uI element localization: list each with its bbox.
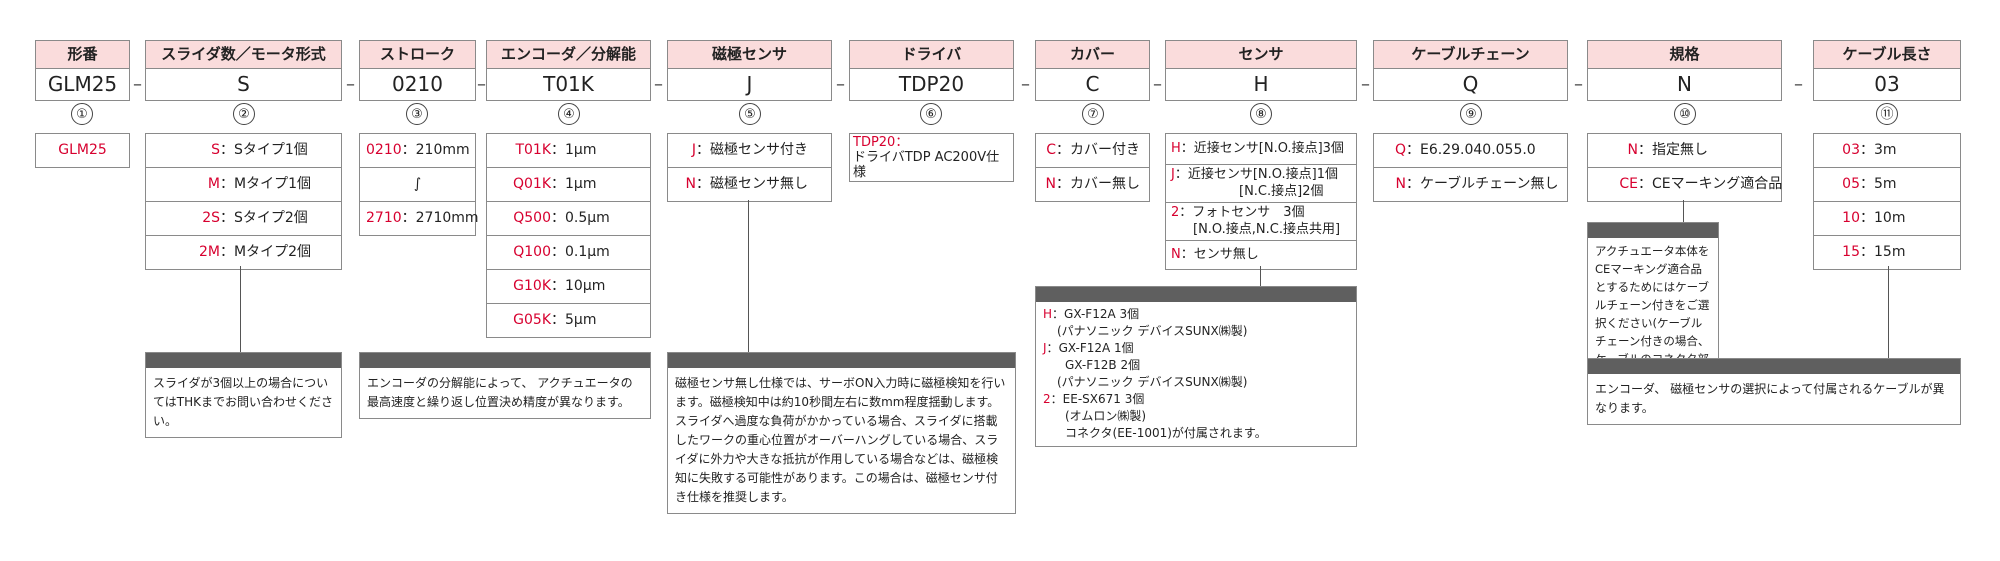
- header-encoder: エンコーダ／分解能: [486, 40, 651, 69]
- encoder-option: Q01K：1μm: [487, 168, 650, 202]
- encoder-option: G10K：10μm: [487, 270, 650, 304]
- number-marker: ⑦: [1082, 103, 1104, 125]
- stroke-min: 0210：210mm: [360, 134, 475, 168]
- number-marker: ⑥: [920, 103, 942, 125]
- driver-label: ドライバTDP AC200V仕様: [853, 150, 1000, 180]
- header-stroke: ストローク: [359, 40, 476, 69]
- value-cover: C: [1035, 69, 1150, 101]
- sensor-option-h: H：近接センサ[N.O.接点]3個: [1166, 134, 1356, 165]
- number-marker: ⑩: [1674, 103, 1696, 125]
- chain-option: N：ケーブルチェーン無し: [1395, 176, 1559, 192]
- standard-option: CE：CEマーキング適合品: [1619, 176, 1783, 192]
- encoder-option: Q100：0.1μm: [487, 236, 650, 270]
- slider-note: スライダが3個以上の場合についてはTHKまでお問い合わせください。: [145, 352, 342, 438]
- connector-line: [748, 200, 749, 352]
- cable-option: 03：3m: [1814, 134, 1960, 168]
- cable-option: 10：10m: [1814, 202, 1960, 236]
- magnet-note: 磁極センサ無し仕様では、サーボON入力時に磁極検知を行います。磁極検知中は約10…: [667, 352, 1016, 514]
- connector-line: [1683, 200, 1684, 222]
- sensor-option-n: N：センサ無し: [1171, 247, 1259, 262]
- number-marker: ⑤: [739, 103, 761, 125]
- connector-line: [1888, 266, 1889, 358]
- cable-note: エンコーダ、 磁極センサの選択によって付属されるケーブルが異なります。: [1587, 358, 1961, 425]
- value-driver: TDP20: [849, 69, 1014, 101]
- value-slider: S: [145, 69, 342, 101]
- slider-option: 2S：Sタイプ2個: [146, 202, 341, 236]
- cable-option: 05：5m: [1814, 168, 1960, 202]
- separator-dash: –: [1574, 74, 1583, 95]
- value-sensor: H: [1165, 69, 1357, 101]
- encoder-option: T01K：1μm: [487, 134, 650, 168]
- slider-option: S：Sタイプ1個: [146, 134, 341, 168]
- driver-option: TDP20： ドライバTDP AC200V仕様: [849, 133, 1014, 182]
- slider-options: S：Sタイプ1個 M：Mタイプ1個 2S：Sタイプ2個 2M：Mタイプ2個: [145, 133, 342, 270]
- sensor-note: H：GX-F12A 3個 (パナソニック デバイスSUNX㈱製) J：GX-F1…: [1035, 286, 1357, 447]
- cable-option: 15：15m: [1842, 244, 1906, 260]
- separator-dash: –: [346, 74, 355, 95]
- magnet-option: N：磁極センサ無し: [685, 176, 808, 192]
- connector-line: [240, 266, 241, 352]
- value-standard: N: [1587, 69, 1782, 101]
- number-marker: ①: [71, 103, 93, 125]
- encoder-option: Q500：0.5μm: [487, 202, 650, 236]
- header-sensor: センサ: [1165, 40, 1357, 69]
- separator-dash: –: [477, 74, 486, 95]
- driver-code: TDP20：: [853, 135, 909, 150]
- value-cable-chain: Q: [1373, 69, 1568, 101]
- magnet-option: J：磁極センサ付き: [668, 134, 831, 168]
- chain-options: Q：E6.29.040.055.0 N：ケーブルチェーン無し: [1373, 133, 1568, 202]
- chain-option: Q：E6.29.040.055.0: [1374, 134, 1567, 168]
- value-model: GLM25: [35, 69, 130, 101]
- sensor-option-2: 2：フォトセンサ 3個 [N.O.接点,N.C.接点共用]: [1166, 203, 1356, 241]
- connector-line: [1260, 266, 1261, 286]
- number-marker: ②: [233, 103, 255, 125]
- header-standard: 規格: [1587, 40, 1782, 69]
- cover-option: C：カバー付き: [1036, 134, 1149, 168]
- header-model: 形番: [35, 40, 130, 69]
- standard-options: N：指定無し CE：CEマーキング適合品: [1587, 133, 1782, 202]
- separator-dash: –: [1021, 74, 1030, 95]
- slider-option: M：Mタイプ1個: [146, 168, 341, 202]
- cover-option: N：カバー無し: [1045, 176, 1140, 192]
- separator-dash: –: [654, 74, 663, 95]
- number-marker: ⑪: [1876, 103, 1898, 125]
- cover-options: C：カバー付き N：カバー無し: [1035, 133, 1150, 202]
- value-stroke: 0210: [359, 69, 476, 101]
- separator-dash: –: [133, 74, 142, 95]
- header-driver: ドライバ: [849, 40, 1014, 69]
- stroke-options: 0210：210mm ∫ 2710：2710mm: [359, 133, 479, 236]
- number-marker: ⑧: [1250, 103, 1272, 125]
- value-encoder: T01K: [486, 69, 651, 101]
- model-options: GLM25: [35, 133, 130, 168]
- header-magnet-sensor: 磁極センサ: [667, 40, 832, 69]
- separator-dash: –: [836, 74, 845, 95]
- stroke-tilde: ∫: [360, 168, 475, 202]
- sensor-options: H：近接センサ[N.O.接点]3個 J：近接センサ[N.O.接点]1個 [N.C…: [1165, 133, 1357, 270]
- number-marker: ⑨: [1460, 103, 1482, 125]
- number-marker: ③: [406, 103, 428, 125]
- magnet-options: J：磁極センサ付き N：磁極センサ無し: [667, 133, 832, 202]
- header-cable-length: ケーブル長さ: [1813, 40, 1961, 69]
- cable-options: 03：3m 05：5m 10：10m 15：15m: [1813, 133, 1961, 270]
- sensor-option-j: J：近接センサ[N.O.接点]1個 [N.C.接点]2個: [1166, 165, 1356, 203]
- encoder-option: G05K：5μm: [513, 312, 597, 328]
- value-magnet-sensor: J: [667, 69, 832, 101]
- header-cover: カバー: [1035, 40, 1150, 69]
- separator-dash: –: [1361, 74, 1370, 95]
- stroke-max: 2710：2710mm: [366, 210, 479, 226]
- separator-dash: –: [1794, 74, 1803, 95]
- separator-dash: –: [1153, 74, 1162, 95]
- header-slider: スライダ数／モータ形式: [145, 40, 342, 69]
- slider-option: 2M：Mタイプ2個: [199, 244, 311, 260]
- standard-option: N：指定無し: [1588, 134, 1781, 168]
- model-code: GLM25: [58, 142, 107, 158]
- number-marker: ④: [558, 103, 580, 125]
- encoder-note: エンコーダの分解能によって、 アクチュエータの最高速度と繰り返し位置決め精度が異…: [359, 352, 651, 419]
- encoder-options: T01K：1μm Q01K：1μm Q500：0.5μm Q100：0.1μm …: [486, 133, 651, 338]
- value-cable-length: 03: [1813, 69, 1961, 101]
- header-cable-chain: ケーブルチェーン: [1373, 40, 1568, 69]
